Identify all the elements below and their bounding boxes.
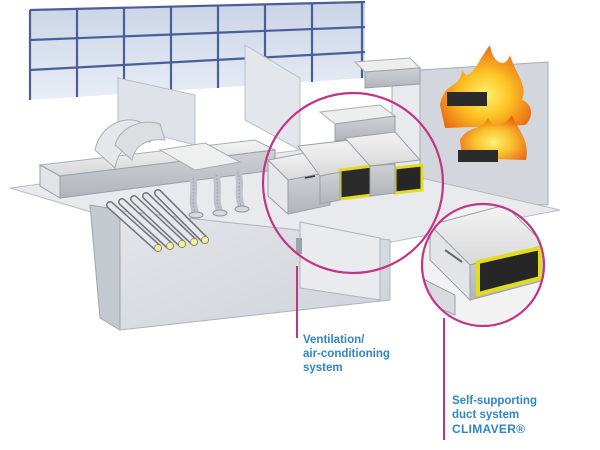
- magnified-ducts: [266, 131, 424, 216]
- glass-facade: [30, 2, 365, 100]
- callout-ventilation-line3: system: [303, 362, 343, 374]
- fire-flames: [440, 45, 531, 162]
- fire-duct-dark-section: [447, 92, 487, 106]
- duct-opening-lined: [338, 164, 374, 201]
- callout-circle-climaver: [420, 202, 546, 328]
- callout-label-ventilation: Ventilation/ air-conditioning system: [303, 333, 390, 375]
- callout-climaver-brand: CLIMAVER®: [452, 422, 526, 436]
- callout-circle-ventilation: [261, 91, 445, 275]
- magnified-climaver-duct: [422, 204, 544, 326]
- callout-climaver-line1: Self-supporting: [452, 395, 537, 407]
- callout-ventilation-line1: Ventilation/: [303, 334, 365, 346]
- ground-floor-right-wall: [299, 221, 381, 301]
- diffusers: [188, 205, 250, 219]
- callout-climaver-line2: duct system: [452, 409, 520, 421]
- callout-ventilation-line2: air-conditioning: [303, 348, 390, 360]
- main-supply-duct: [38, 119, 277, 199]
- callout-label-climaver: Self-supporting duct system CLIMAVER®: [452, 394, 537, 436]
- ground-floor-front-wall: [89, 204, 121, 331]
- pipe-bundle: [106, 189, 209, 252]
- door: [296, 238, 302, 254]
